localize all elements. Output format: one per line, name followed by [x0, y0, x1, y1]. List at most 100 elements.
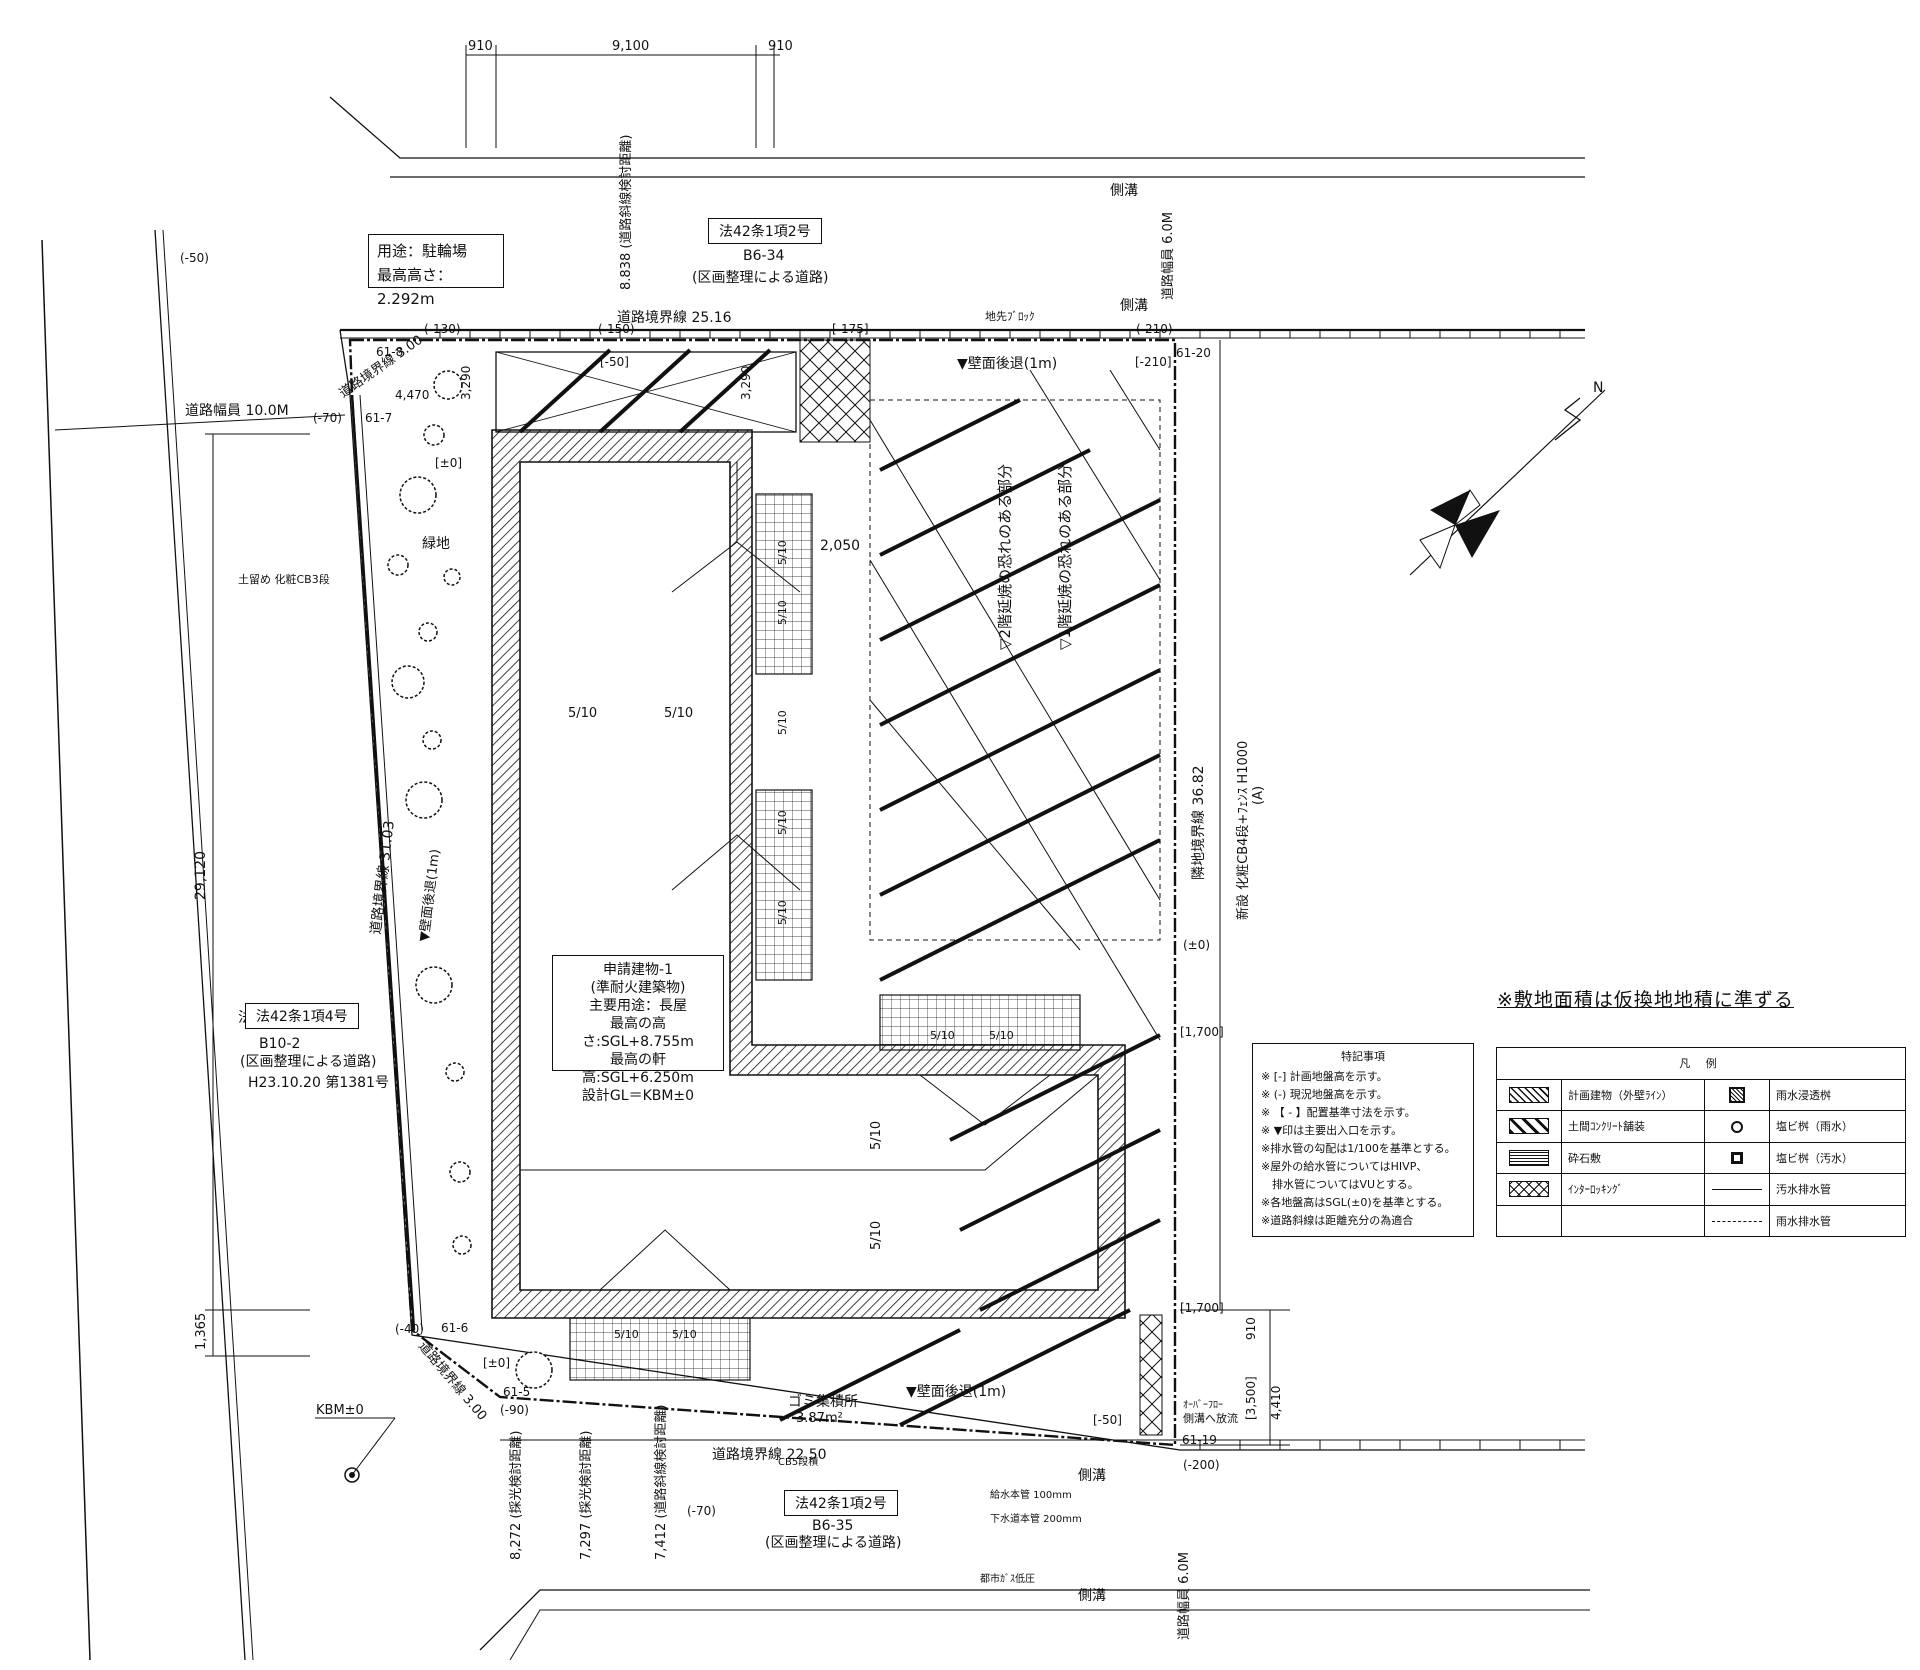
legend-sewage-pipe: 汚水排水管	[1769, 1173, 1906, 1206]
rain-pipe-line-icon	[1712, 1220, 1762, 1222]
interlocking-swatch	[1509, 1181, 1549, 1198]
bicycle-height: 最高高さ：2.292m	[377, 266, 453, 308]
road-west-law-box: 法42条1項4号	[245, 1003, 359, 1029]
road-north-desc: (区画整理による道路)	[692, 270, 829, 286]
legend-row: ｲﾝﾀｰﾛｯｷﾝｸﾞ 汚水排水管	[1496, 1173, 1906, 1206]
note-row: ※排水管の勾配は1/100を基準とする。	[1261, 1142, 1456, 1155]
legend-row: 砕石敷 塩ビ桝（汚水）	[1496, 1141, 1906, 1174]
fire-risk-1f: ▽1階延焼の恐れのある部分	[1056, 464, 1074, 650]
road-west-boundary: 道路境界線 31.03	[368, 820, 398, 936]
road-north-law-box-text: 法42条1項2号	[719, 224, 811, 240]
dim-3290-a: 3,290	[459, 366, 473, 400]
level-14: (-70)	[687, 1504, 716, 1518]
legend-title: 凡 例	[1496, 1047, 1906, 1080]
gravel-slope-4: 5/10	[776, 900, 789, 925]
overflow-label: ｵｰﾊﾞｰﾌﾛｰ	[1183, 1399, 1223, 1411]
legend-building: 計画建物（外壁ﾗｲﾝ）	[1561, 1078, 1705, 1111]
dim-910-east: 910	[1244, 1317, 1258, 1340]
light-dist-1: 8,272 (採光検討距離)	[508, 1431, 524, 1561]
road-west-desc: (区画整理による道路)	[240, 1054, 377, 1070]
trees	[387, 370, 553, 1389]
lot-pt-2: 61-7	[365, 411, 392, 425]
road-west-date: H23.10.20 第1381号	[248, 1074, 389, 1091]
legend-gravel: 砕石敷	[1561, 1141, 1705, 1174]
bicycle-use: 用途：駐輪場	[377, 242, 468, 260]
bicycle-parking	[495, 348, 797, 434]
legend-pvc-sewage: 塩ビ桝（汚水）	[1769, 1141, 1906, 1174]
note-row: ※ ▼印は主要出入口を示す。	[1261, 1124, 1403, 1137]
interlocking-paving-east	[1139, 1314, 1163, 1436]
legend-infiltration: 雨水浸透桝	[1769, 1078, 1906, 1111]
level-9: [±0]	[435, 456, 462, 470]
level-3: (-150)	[598, 322, 635, 336]
road-north-law-box: 法42条1項2号	[708, 218, 822, 244]
road-south-boundary: 道路境界線 22.50	[712, 1447, 827, 1463]
road-south-width: 道路幅員 6.0M	[1176, 1552, 1192, 1640]
note-row: 排水管についてはVUとする。	[1261, 1178, 1419, 1191]
fire-risk-area	[869, 399, 1161, 941]
road-north-boundary: 道路境界線 25.16	[617, 310, 732, 326]
dim-1365: 1,365	[194, 1313, 209, 1350]
east-fence-a: (A)	[1251, 786, 1266, 805]
gravel-slope-2: 5/10	[776, 600, 789, 625]
legend-concrete: 土間ｺﾝｸﾘｰﾄ舗装	[1561, 1110, 1705, 1143]
site-area-note: ※敷地面積は仮換地地積に準ずる	[1497, 989, 1794, 1011]
garbage-area: 3.87m²	[796, 1411, 843, 1426]
gutter-north-2: 側溝	[1120, 298, 1148, 314]
parking-thin-lines	[869, 369, 1161, 1041]
concrete-swatch	[1509, 1118, 1549, 1135]
road-west-width: 道路幅員 10.0M	[185, 403, 289, 419]
roof-slope-3: 5/10	[869, 1121, 884, 1150]
lot-pt-4: 61-5	[503, 1385, 530, 1399]
east-boundary: 隣地境界線 36.82	[1191, 765, 1207, 880]
sewage-pipe-line-icon	[1712, 1189, 1762, 1191]
road-south-code: B6-35	[812, 1518, 853, 1534]
dim-4410: 4,410	[1269, 1386, 1283, 1420]
retaining-wall	[350, 394, 423, 1331]
note-row: ※各地盤高はSGL(±0)を基準とする。	[1261, 1196, 1449, 1209]
dim-910-left: 910	[468, 39, 493, 54]
dim-1700-a: [1,700]	[1180, 1025, 1224, 1039]
dim-4470: 4,470	[395, 388, 429, 402]
gravel-slope-9: 5/10	[776, 710, 789, 735]
building-eave-height: 最高の軒高:SGL+6.250m	[582, 1052, 694, 1086]
sewer-main: 下水道本管 200mm	[990, 1512, 1082, 1525]
slant-dist-south: 7,412 (道路斜線検討距離)	[653, 1405, 669, 1561]
level-11: (-40)	[395, 1322, 424, 1336]
retaining-wall-label: 土留め 化粧CB3段	[238, 572, 330, 586]
road-south-law-box: 法42条1項2号	[784, 1490, 898, 1516]
lot-pt-1: 61-8	[376, 345, 403, 359]
fence-ticks	[439, 330, 1561, 1450]
notes-title: 特記事項	[1341, 1050, 1385, 1063]
legend-rain-pipe: 雨水排水管	[1769, 1204, 1906, 1237]
building-name: 申請建物-1	[603, 962, 673, 978]
level-16: [-50]	[1093, 1413, 1122, 1427]
gravel-swatch	[1509, 1149, 1549, 1166]
roof-slope-4: 5/10	[869, 1221, 884, 1250]
note-row: ※ (-) 現況地盤高を示す。	[1261, 1088, 1388, 1101]
level-6: [-210]	[1135, 355, 1172, 369]
note-row: ※ 【 - 】配置基準寸法を示す。	[1261, 1106, 1416, 1119]
infiltration-basin-icon	[1729, 1086, 1745, 1103]
building-max-height: 最高の高さ:SGL+8.755m	[582, 1016, 694, 1050]
road-north-slant: 8.838 (道路斜線検討距離)	[618, 135, 634, 291]
gravel-slope-5: 5/10	[930, 1029, 955, 1042]
light-dist-2: 7,297 (採光検討距離)	[578, 1431, 594, 1561]
special-notes: 特記事項 ※ [-] 計画地盤高を示す。 ※ (-) 現況地盤高を示す。 ※ 【…	[1252, 1043, 1474, 1237]
gutter-south: 側溝	[1078, 1468, 1106, 1484]
lot-pt-6: 61-19	[1182, 1433, 1217, 1447]
road-south-desc: (区画整理による道路)	[765, 1535, 902, 1551]
gravel-slope-1: 5/10	[776, 540, 789, 565]
dim-3290-b: 3,290	[739, 366, 753, 400]
interlocking-paving-north	[799, 339, 871, 443]
road-north-width: 道路幅員 6.0M	[1160, 212, 1176, 300]
kbm-marker: KBM±0	[315, 1403, 396, 1483]
level-7: [-50]	[600, 355, 629, 369]
lot-pt-3: 61-6	[441, 1321, 468, 1335]
pvc-basin-sewage-icon	[1731, 1152, 1743, 1165]
building-info-box: 申請建物-1 (準耐火建築物) 主要用途：長屋 最高の高さ:SGL+8.755m…	[552, 955, 724, 1104]
level-8: (-70)	[313, 411, 342, 425]
level-10: (±0)	[1183, 938, 1210, 952]
gutter-south-2: 側溝	[1078, 1588, 1106, 1604]
note-row: ※屋外の給水管についてはHIVP、	[1261, 1160, 1428, 1173]
